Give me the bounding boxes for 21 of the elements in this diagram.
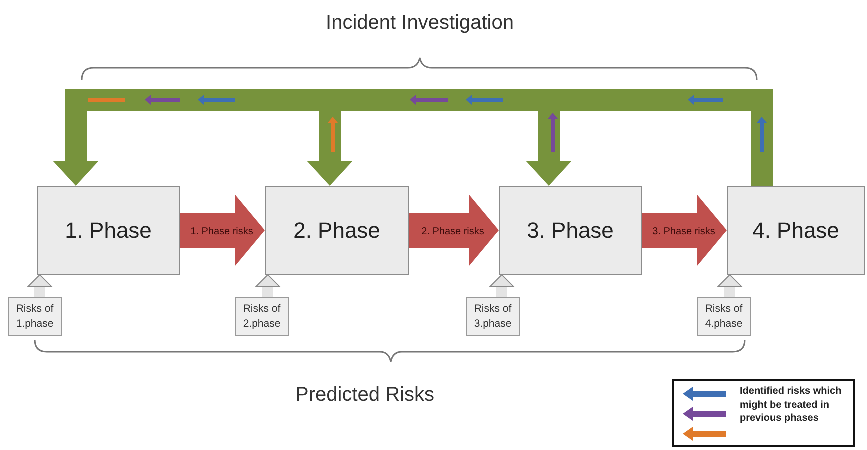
edge-label: 2. Phase risks [422,226,484,238]
phase-box: 2. Phase [265,186,409,275]
edge-label: 3. Phase risks [652,226,716,238]
risk-callout-box: Risks of 1.phase [8,297,62,336]
callout-arrow [256,274,280,297]
block-arrow [642,194,727,266]
legend-text: Identified risks which might be treated in previous phases [740,385,843,426]
callout-arrow [28,274,52,297]
risk-callout-box: Risks of 4.phase [697,297,751,336]
edge-label: 1. Phase risks [190,226,254,238]
risk-callout-box: Risks of 3.phase [466,297,520,336]
callout-arrow [490,274,514,297]
block-arrow [409,194,499,266]
section-label: Incident Investigation [326,12,514,35]
phase-box: 4. Phase [727,186,865,275]
block-arrow [180,194,265,266]
phase-box: 1. Phase [37,186,180,275]
phase-box: 3. Phase [499,186,642,275]
callout-arrow [718,274,742,297]
risk-callout-box: Risks of 2.phase [235,297,289,336]
section-label: Predicted Risks [296,384,434,407]
